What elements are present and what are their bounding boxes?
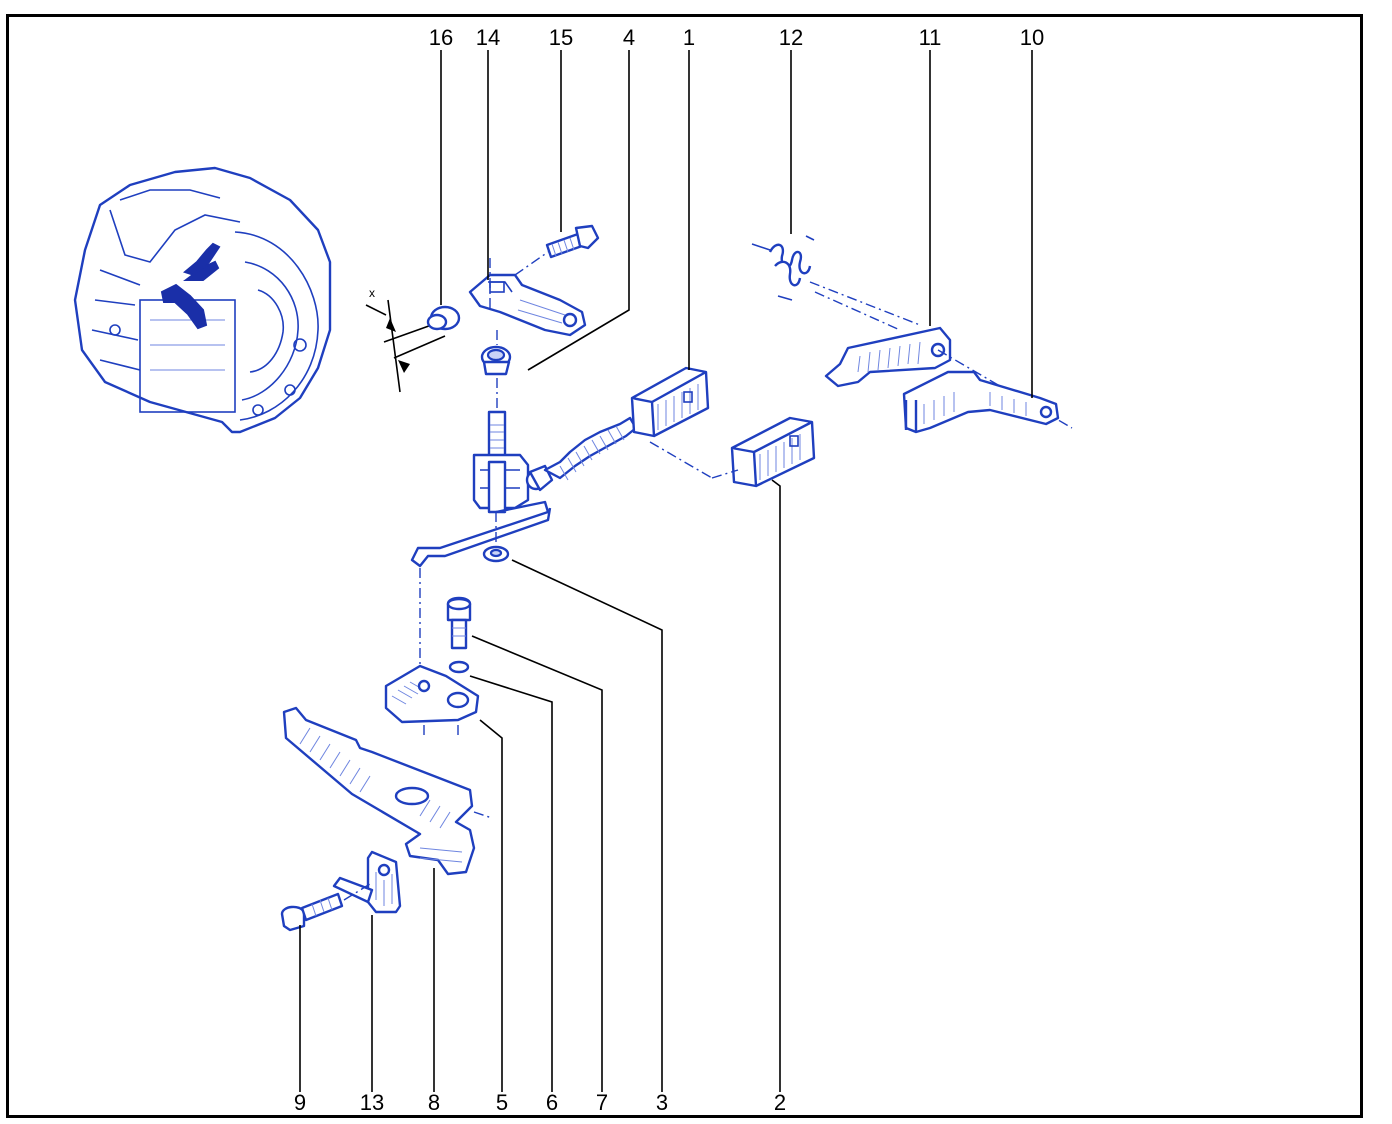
callout-9: 9 — [294, 1090, 306, 1115]
callout-14: 14 — [476, 25, 500, 50]
diagram-frame — [6, 14, 1363, 1118]
part-10-lever — [902, 370, 1060, 434]
callout-11: 11 — [919, 25, 942, 50]
gearbox-thumbnail — [73, 166, 332, 434]
part-4-grommet — [480, 330, 512, 376]
callout-1: 1 — [683, 25, 695, 50]
callout-15: 15 — [549, 25, 573, 50]
part-5-plate — [384, 664, 480, 738]
callout-7: 7 — [596, 1090, 608, 1115]
callout-2: 2 — [774, 1090, 786, 1115]
part-3-washer — [482, 545, 510, 563]
part-14-bracket — [468, 258, 587, 337]
central-shaft-assembly — [410, 378, 638, 690]
part-9-bolt — [280, 883, 371, 932]
callout-13: 13 — [360, 1090, 384, 1115]
dimension-x: x — [365, 286, 446, 393]
callout-8: 8 — [428, 1090, 440, 1115]
callouts-top: 16 14 15 4 1 12 11 10 — [429, 25, 1044, 50]
part-1-clip — [630, 366, 713, 479]
leader-lines — [299, 50, 1033, 1092]
callout-5: 5 — [496, 1090, 508, 1115]
part-6-washer — [448, 660, 470, 674]
callout-12: 12 — [779, 25, 803, 50]
callout-6: 6 — [546, 1090, 558, 1115]
callout-10: 10 — [1020, 25, 1044, 50]
callout-4: 4 — [623, 25, 635, 50]
callouts-bottom: 9 13 8 5 6 7 3 2 — [294, 1090, 786, 1115]
callout-3: 3 — [656, 1090, 668, 1115]
part-7-bolt — [446, 596, 472, 650]
part-15-bolt — [514, 224, 600, 276]
part-16-bush — [426, 305, 461, 331]
part-13-bracket — [332, 850, 402, 914]
part-2-clip — [711, 416, 816, 488]
callout-16: 16 — [429, 25, 453, 50]
part-12-spring — [751, 235, 921, 331]
dimension-x-label: x — [369, 286, 375, 300]
part-8-plate — [282, 706, 493, 876]
